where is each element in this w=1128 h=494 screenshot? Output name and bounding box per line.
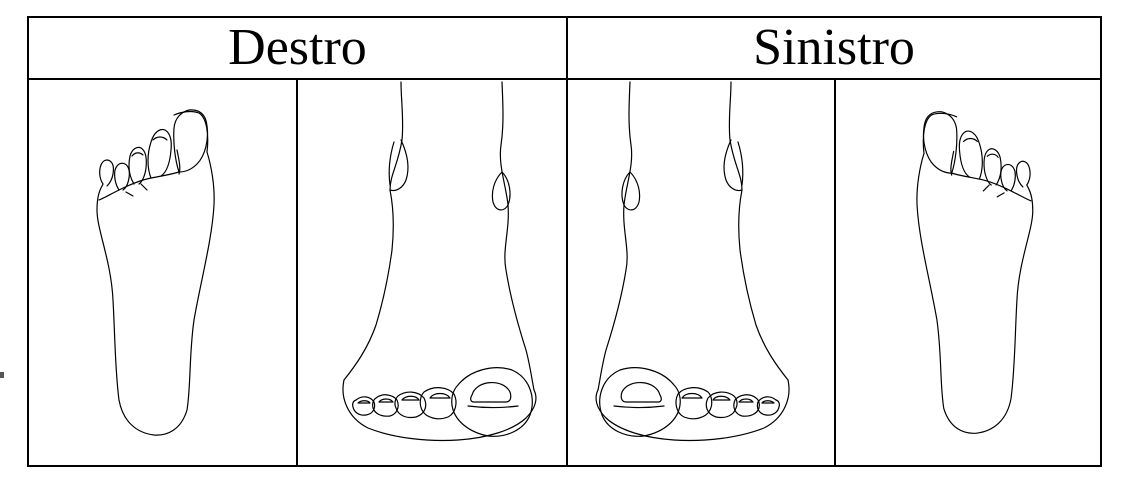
foot-sole-icon <box>96 109 215 436</box>
header-label-sinistro: Sinistro <box>753 19 915 76</box>
panel-left-sole[interactable] <box>836 80 1100 465</box>
divider-1 <box>296 80 298 465</box>
header-label-destro: Destro <box>228 19 367 76</box>
foot-dorsal-icon <box>595 81 790 442</box>
foot-sole-icon <box>916 111 1034 434</box>
divider-3 <box>834 80 836 465</box>
divider-2 <box>566 80 568 465</box>
header-row: Destro Sinistro <box>29 18 1100 80</box>
panel-right-sole[interactable] <box>29 80 296 465</box>
panel-left-dorsal[interactable] <box>568 80 834 465</box>
header-left-foot: Sinistro <box>566 18 1100 78</box>
foot-dorsal-icon <box>342 81 537 442</box>
header-right-foot: Destro <box>29 18 566 78</box>
foot-chart-table: Destro Sinistro <box>27 16 1102 467</box>
panel-right-dorsal[interactable] <box>298 80 566 465</box>
edge-mark <box>0 372 4 378</box>
